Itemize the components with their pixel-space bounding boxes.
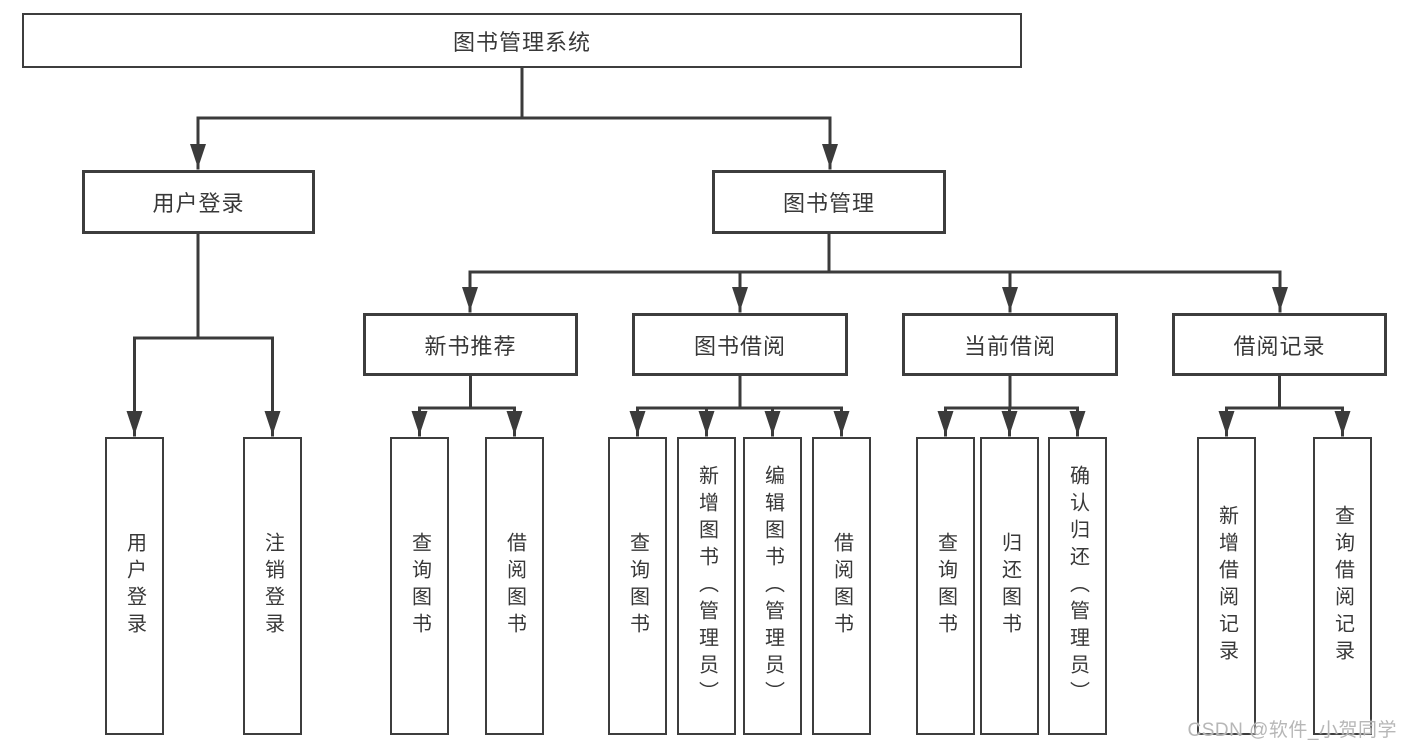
node-borrow-records: 借阅记录 (1172, 313, 1387, 376)
leaf-newbooks-query-books: 查询图书 (390, 437, 449, 735)
node-label: 确认归还（管理员） (1066, 464, 1089, 708)
leaf-borrow-add-books-admin: 新增图书（管理员） (677, 437, 736, 735)
node-user-login: 用户登录 (82, 170, 315, 234)
node-label: 图书管理 (782, 191, 875, 216)
node-book-management: 图书管理 (712, 170, 946, 234)
leaf-logout-login: 注销登录 (243, 437, 302, 735)
node-label: 借阅图书 (503, 532, 526, 640)
leaf-current-confirm-return-admin: 确认归还（管理员） (1048, 437, 1107, 735)
node-label: 用户登录 (152, 191, 245, 216)
leaf-borrow-query-books: 查询图书 (608, 437, 667, 735)
node-label: 查询图书 (934, 532, 957, 640)
node-library-management-system: 图书管理系统 (22, 13, 1022, 68)
node-label: 编辑图书（管理员） (761, 464, 784, 708)
leaf-borrow-edit-books-admin: 编辑图书（管理员） (743, 437, 802, 735)
node-label: 新增借阅记录 (1215, 505, 1238, 667)
node-label: 图书借阅 (693, 333, 786, 359)
node-label: 借阅记录 (1233, 333, 1326, 359)
leaf-current-query-books: 查询图书 (916, 437, 975, 735)
node-label: 图书管理系统 (452, 29, 591, 55)
node-new-book-recommend: 新书推荐 (363, 313, 578, 376)
node-label: 用户登录 (123, 532, 146, 640)
node-label: 查询图书 (626, 532, 649, 640)
node-label: 查询借阅记录 (1331, 505, 1354, 667)
node-label: 新书推荐 (424, 333, 517, 359)
leaf-current-return-books: 归还图书 (980, 437, 1039, 735)
node-label: 当前借阅 (963, 333, 1056, 359)
csdn-watermark: CSDN @软件_小贺同学 (1187, 720, 1397, 741)
node-current-borrow: 当前借阅 (902, 313, 1118, 376)
node-label: 借阅图书 (830, 532, 853, 640)
node-book-borrow: 图书借阅 (632, 313, 848, 376)
leaf-records-add-record: 新增借阅记录 (1197, 437, 1256, 735)
node-label: 查询图书 (408, 532, 431, 640)
node-label: 新增图书（管理员） (695, 464, 718, 708)
leaf-records-query-record: 查询借阅记录 (1313, 437, 1372, 735)
node-label: 归还图书 (998, 532, 1021, 640)
node-label: 注销登录 (261, 532, 284, 640)
leaf-newbooks-borrow-books: 借阅图书 (485, 437, 544, 735)
leaf-user-login: 用户登录 (105, 437, 164, 735)
leaf-borrow-borrow-books: 借阅图书 (812, 437, 871, 735)
